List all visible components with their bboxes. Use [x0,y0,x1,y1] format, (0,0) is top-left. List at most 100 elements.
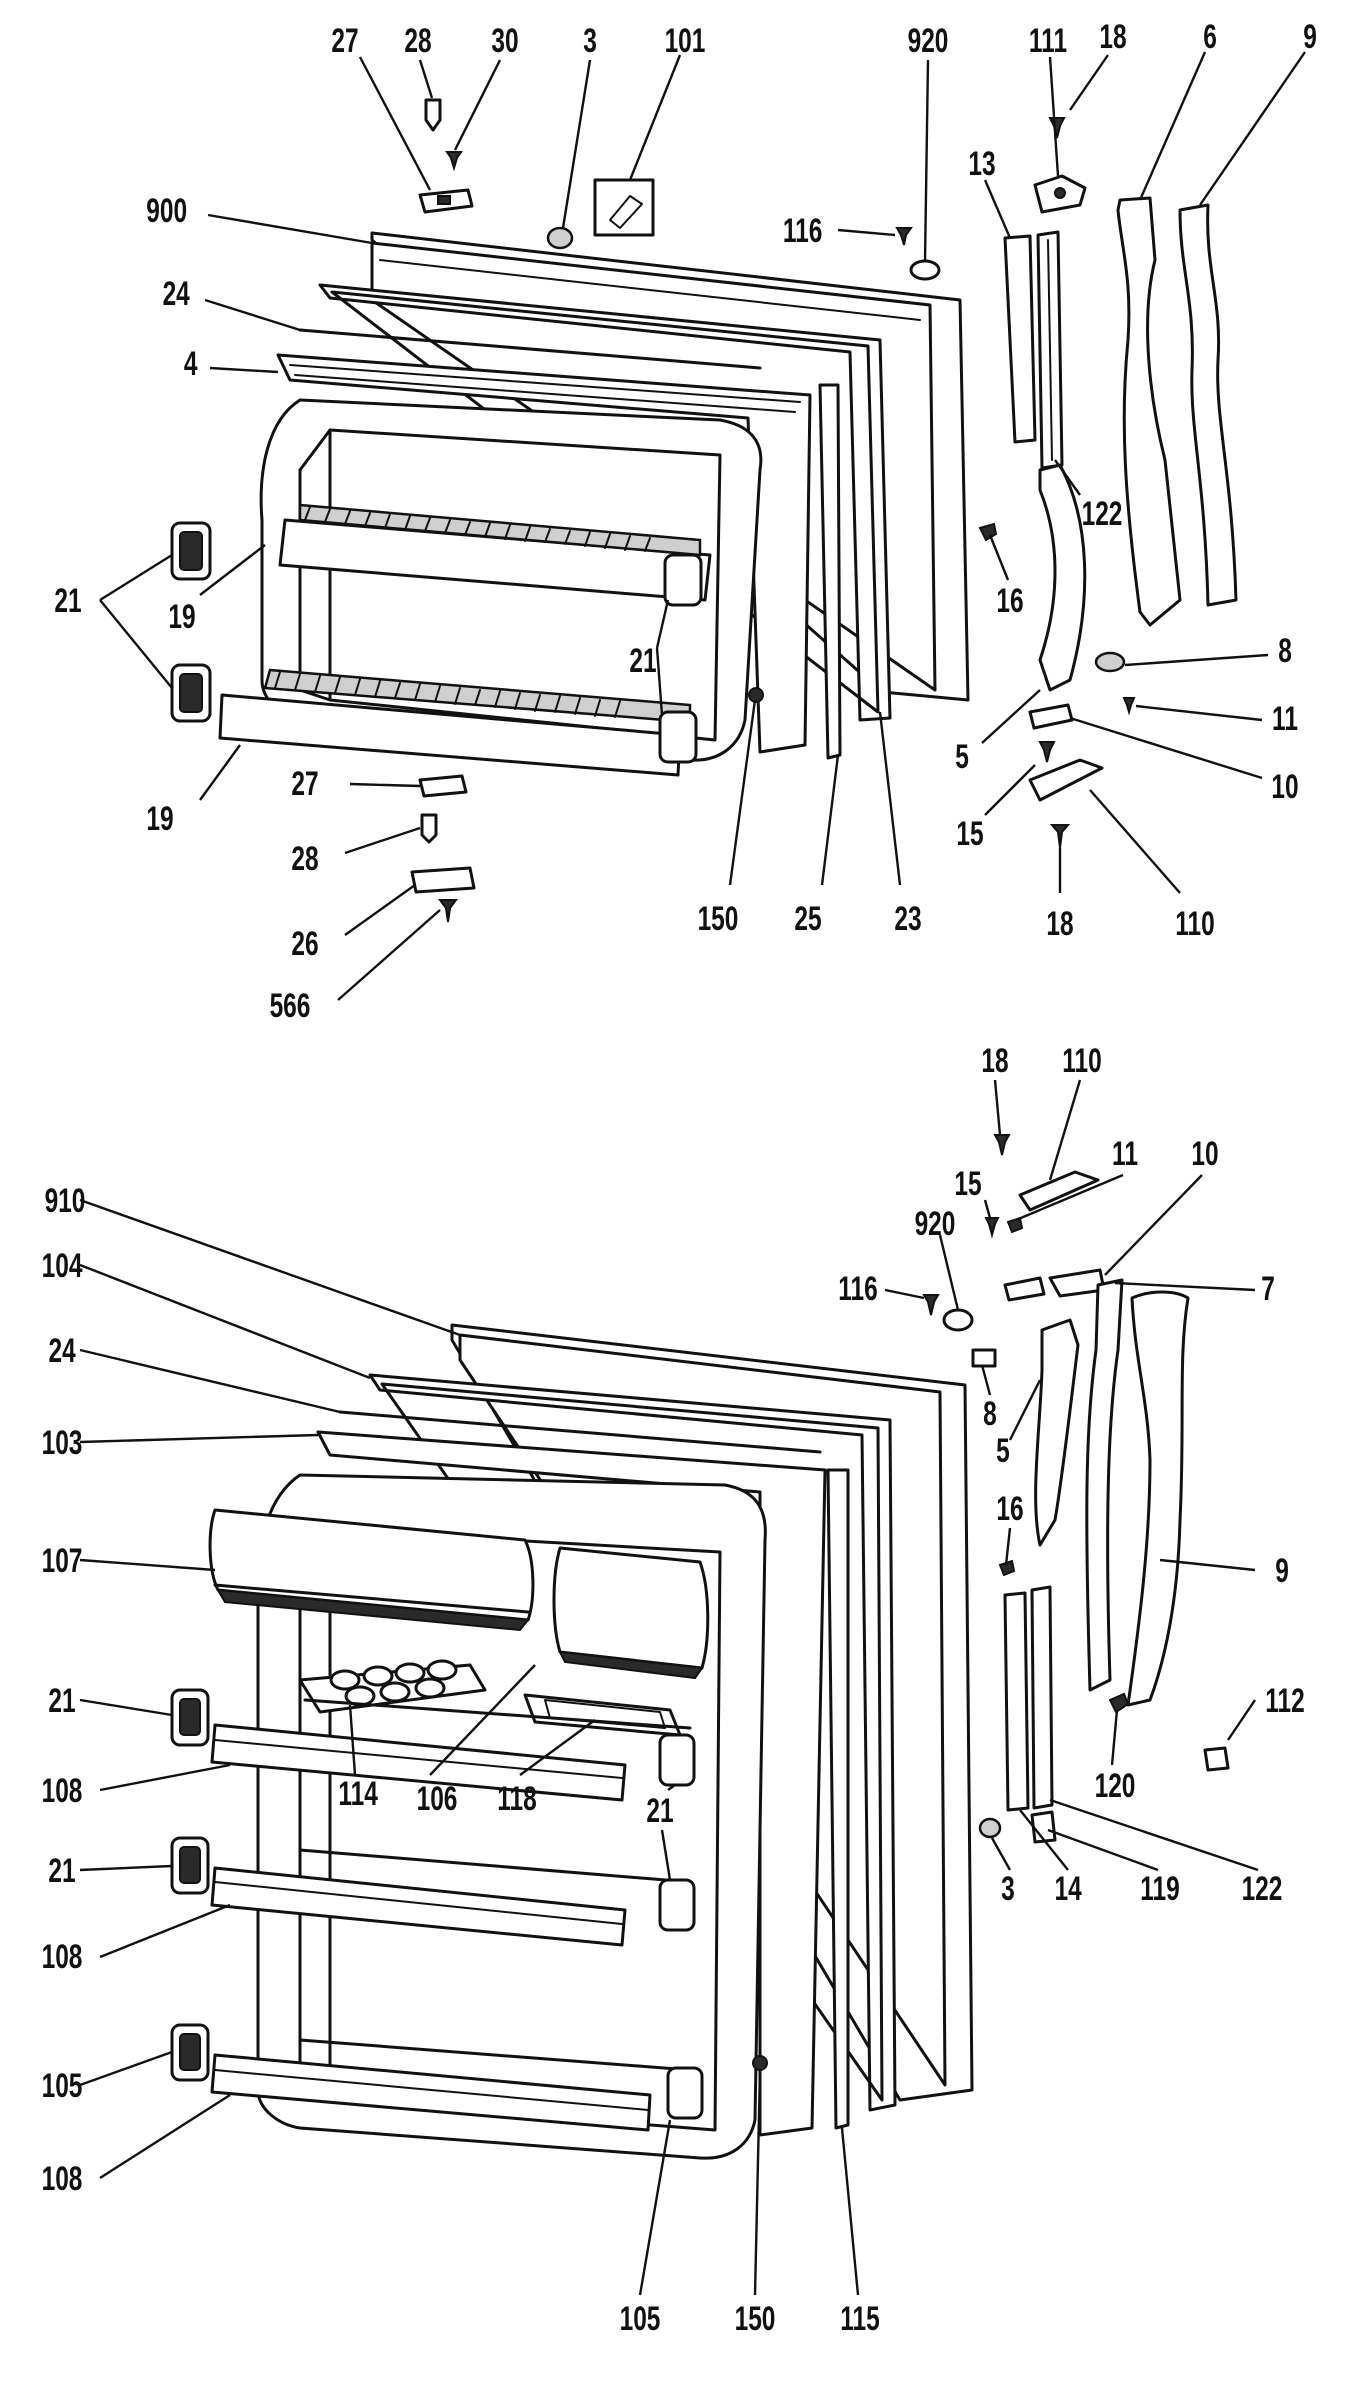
fresh-food-handle-rail [1030,1585,1054,1810]
callout-14: 14 [1054,1870,1082,1908]
callout-26: 26 [291,925,318,963]
callout-5: 5 [955,738,969,776]
callout-24: 24 [163,275,191,313]
callout-leader-lines [79,51,1306,2296]
freezer-top-screw [895,227,913,246]
callout-119: 119 [1140,1870,1179,1908]
callout-15: 15 [956,815,983,853]
callout-5: 5 [996,1432,1010,1470]
fresh-food-door-handle [1085,1278,1124,1692]
callout-24: 24 [48,1332,76,1370]
callout-150: 150 [698,900,739,938]
callout-8: 8 [983,1395,997,1433]
freezer-hinge-cap [909,259,941,281]
fresh-food-plug [1203,1746,1230,1772]
callout-566: 566 [270,987,311,1025]
callout-118: 118 [497,1780,536,1818]
callout-25: 25 [794,900,821,938]
callout-116: 116 [838,1270,877,1308]
freezer-label-plate [593,178,655,237]
door-shelf-rail-middle [210,1848,692,1947]
callout-106: 106 [417,1780,458,1818]
callout-920: 920 [915,1205,956,1243]
fresh-food-hinge-clip [971,1348,997,1368]
callout-28: 28 [291,840,318,878]
callout-910: 910 [45,1182,86,1220]
fresh-food-hinge-cap [942,1308,974,1332]
callout-15: 15 [954,1165,981,1203]
freezer-hardware [410,98,1238,923]
fresh-food-breaker-strip [826,1468,850,2130]
callout-10: 10 [1191,1135,1218,1173]
callout-900: 900 [146,192,187,230]
fresh-food-stop-screw [752,2055,768,2071]
callout-18: 18 [981,1042,1008,1080]
callout-114: 114 [338,1775,378,1813]
callout-111: 111 [1029,22,1067,60]
door-shelf-rail-upper [210,1723,627,1802]
callout-108: 108 [42,1938,83,1976]
fresh-food-hinge-strap [1048,1268,1106,1298]
callout-16: 16 [996,582,1023,620]
callout-28: 28 [404,22,431,60]
freezer-door-gasket [318,283,892,722]
callout-8: 8 [1278,632,1292,670]
door-shelf-bracket-right-middle [658,1878,696,1932]
door-shelf-bracket-right-lower [666,2066,704,2120]
fresh-food-door-handle-strip [1003,1591,1030,1812]
door-shelf-rail-lower [210,2038,692,2132]
fresh-food-hardware [922,1134,1230,1844]
fresh-food-rail-clip [1030,1810,1057,1844]
freezer-door-handle-strip [1003,234,1037,444]
callout-18: 18 [1046,905,1073,943]
callout-122: 122 [1242,1870,1283,1908]
callout-11: 11 [1272,700,1298,738]
callout-3: 3 [1001,1870,1015,1908]
callout-10: 10 [1271,768,1298,806]
freezer-hinge-grommet [1094,651,1126,673]
callout-19: 19 [146,800,173,838]
freezer-hinge-screw [445,151,463,172]
fresh-food-door-liner [316,1430,827,2137]
callout-18: 18 [1099,18,1126,56]
fresh-food-hinge-plate [1003,1276,1046,1302]
freezer-hinge-pin-top [424,98,442,132]
callout-13: 13 [968,145,995,183]
butter-compartment [552,1546,710,1680]
callout-110: 110 [1175,905,1214,943]
callout-920: 920 [908,22,949,60]
callout-19: 19 [168,598,195,636]
callout-108: 108 [42,1772,83,1810]
callout-27: 27 [331,22,358,60]
fresh-food-handle-arm [1034,1318,1080,1547]
callout-11: 11 [1112,1135,1138,1173]
callout-30: 30 [491,22,518,60]
callout-21: 21 [48,1682,75,1720]
freezer-handle-arm [1038,463,1087,692]
callout-101: 101 [665,22,706,60]
callout-104: 104 [42,1247,83,1285]
freezer-shelf-bracket-right-upper [663,553,703,607]
freezer-door-handle [1116,196,1182,627]
freezer-lower-hinge-plate [1028,703,1074,730]
callout-21: 21 [48,1852,75,1890]
callout-6: 6 [1203,18,1217,56]
callout-110: 110 [1062,1042,1101,1080]
callout-21: 21 [629,642,656,680]
callout-120: 120 [1095,1767,1136,1805]
callout-116: 116 [783,212,822,250]
fresh-food-hinge-bracket [1018,1170,1100,1212]
freezer-breaker-strip [818,383,842,760]
freezer-door-liner [276,353,812,754]
callout-9: 9 [1275,1552,1289,1590]
callout-105: 105 [620,2300,661,2338]
freezer-bottom-hinge [418,774,468,798]
callout-115: 115 [840,2300,879,2338]
freezer-door-assembly [170,231,970,777]
freezer-bottom-hinge-plate [410,866,476,894]
callout-103: 103 [42,1424,83,1462]
callout-112: 112 [1265,1682,1304,1720]
egg-tray [298,1659,487,1714]
lower-door-callouts: 18 110 15 11 10 910 920 116 7 104 24 8 1… [42,1042,1305,2338]
